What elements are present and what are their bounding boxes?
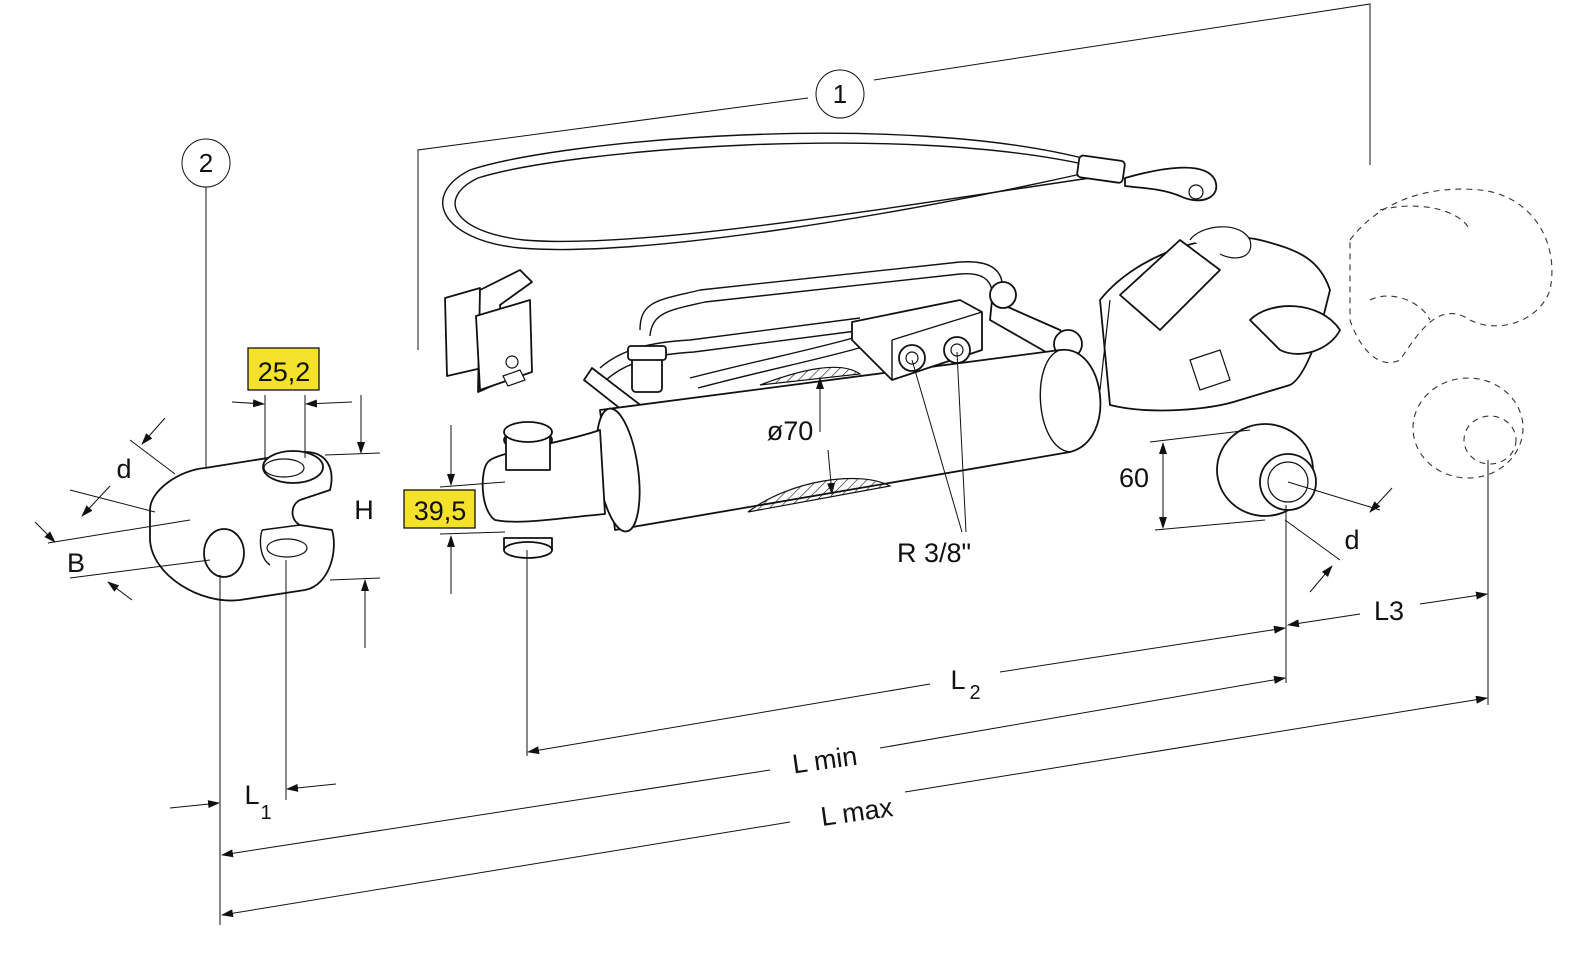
dim-L2-subscript: 2 (969, 682, 980, 704)
dim-B-label: B (67, 548, 85, 578)
dim-d-ball: d (1284, 481, 1393, 593)
rod-eye (481, 421, 606, 559)
dim-L2: L 2 (527, 625, 1286, 755)
dim-H: H (324, 395, 381, 648)
dim-B: B (34, 519, 211, 601)
ball-end (1216, 423, 1317, 517)
clevis-callout: 2 (181, 138, 231, 470)
dim-25-2-label: 25,2 (258, 357, 311, 387)
dim-clevis-bore: 25,2 (231, 347, 353, 460)
dim-L-min-label: L min (790, 741, 859, 780)
dim-L-max: L max (221, 695, 1488, 918)
dim-port-thread: R 3/8" (897, 351, 971, 568)
assembly-bracket: 1 (417, 3, 1371, 350)
callout-1-circle (815, 69, 865, 119)
dim-60-label: 60 (1119, 463, 1149, 493)
dim-L-max-label: L max (819, 792, 895, 832)
dim-diameter-label: ø70 (767, 416, 814, 446)
dim-port-label: R 3/8" (897, 538, 971, 568)
tractor-bracket-phantom (1349, 188, 1553, 479)
highlight-25-2: 25,2 (247, 347, 320, 391)
highlight-39-5: 39,5 (403, 489, 476, 529)
dim-39-5-label: 39,5 (414, 496, 467, 526)
mounting-bracket (444, 269, 533, 393)
dim-H-label: H (354, 495, 374, 525)
dim-L3: L3 (1287, 591, 1488, 628)
dim-L1-subscript: 1 (260, 802, 271, 824)
dim-cylinder-diameter: ø70 (767, 377, 835, 495)
clevis-part (149, 450, 335, 602)
dim-eye-thickness: 39,5 (403, 425, 506, 594)
safety-cable (442, 132, 1218, 251)
callout-1-label: 1 (833, 79, 847, 109)
dim-L-min: L min (221, 675, 1286, 858)
dim-d-clevis-label: d (116, 454, 131, 484)
dim-L1: L 1 (169, 780, 337, 824)
dim-d-ball-label: d (1344, 525, 1359, 555)
cylinder-body (595, 299, 1102, 533)
dim-d-clevis: d (69, 417, 176, 517)
length-extension-lines (219, 460, 1489, 925)
dim-L1-label: L (244, 780, 259, 810)
dim-ball-height: 60 (1119, 429, 1266, 531)
dim-L3-label: L3 (1374, 596, 1404, 626)
callout-2-label: 2 (199, 148, 213, 178)
dim-L2-label: L (950, 665, 965, 695)
coupling-hook (1099, 226, 1341, 412)
